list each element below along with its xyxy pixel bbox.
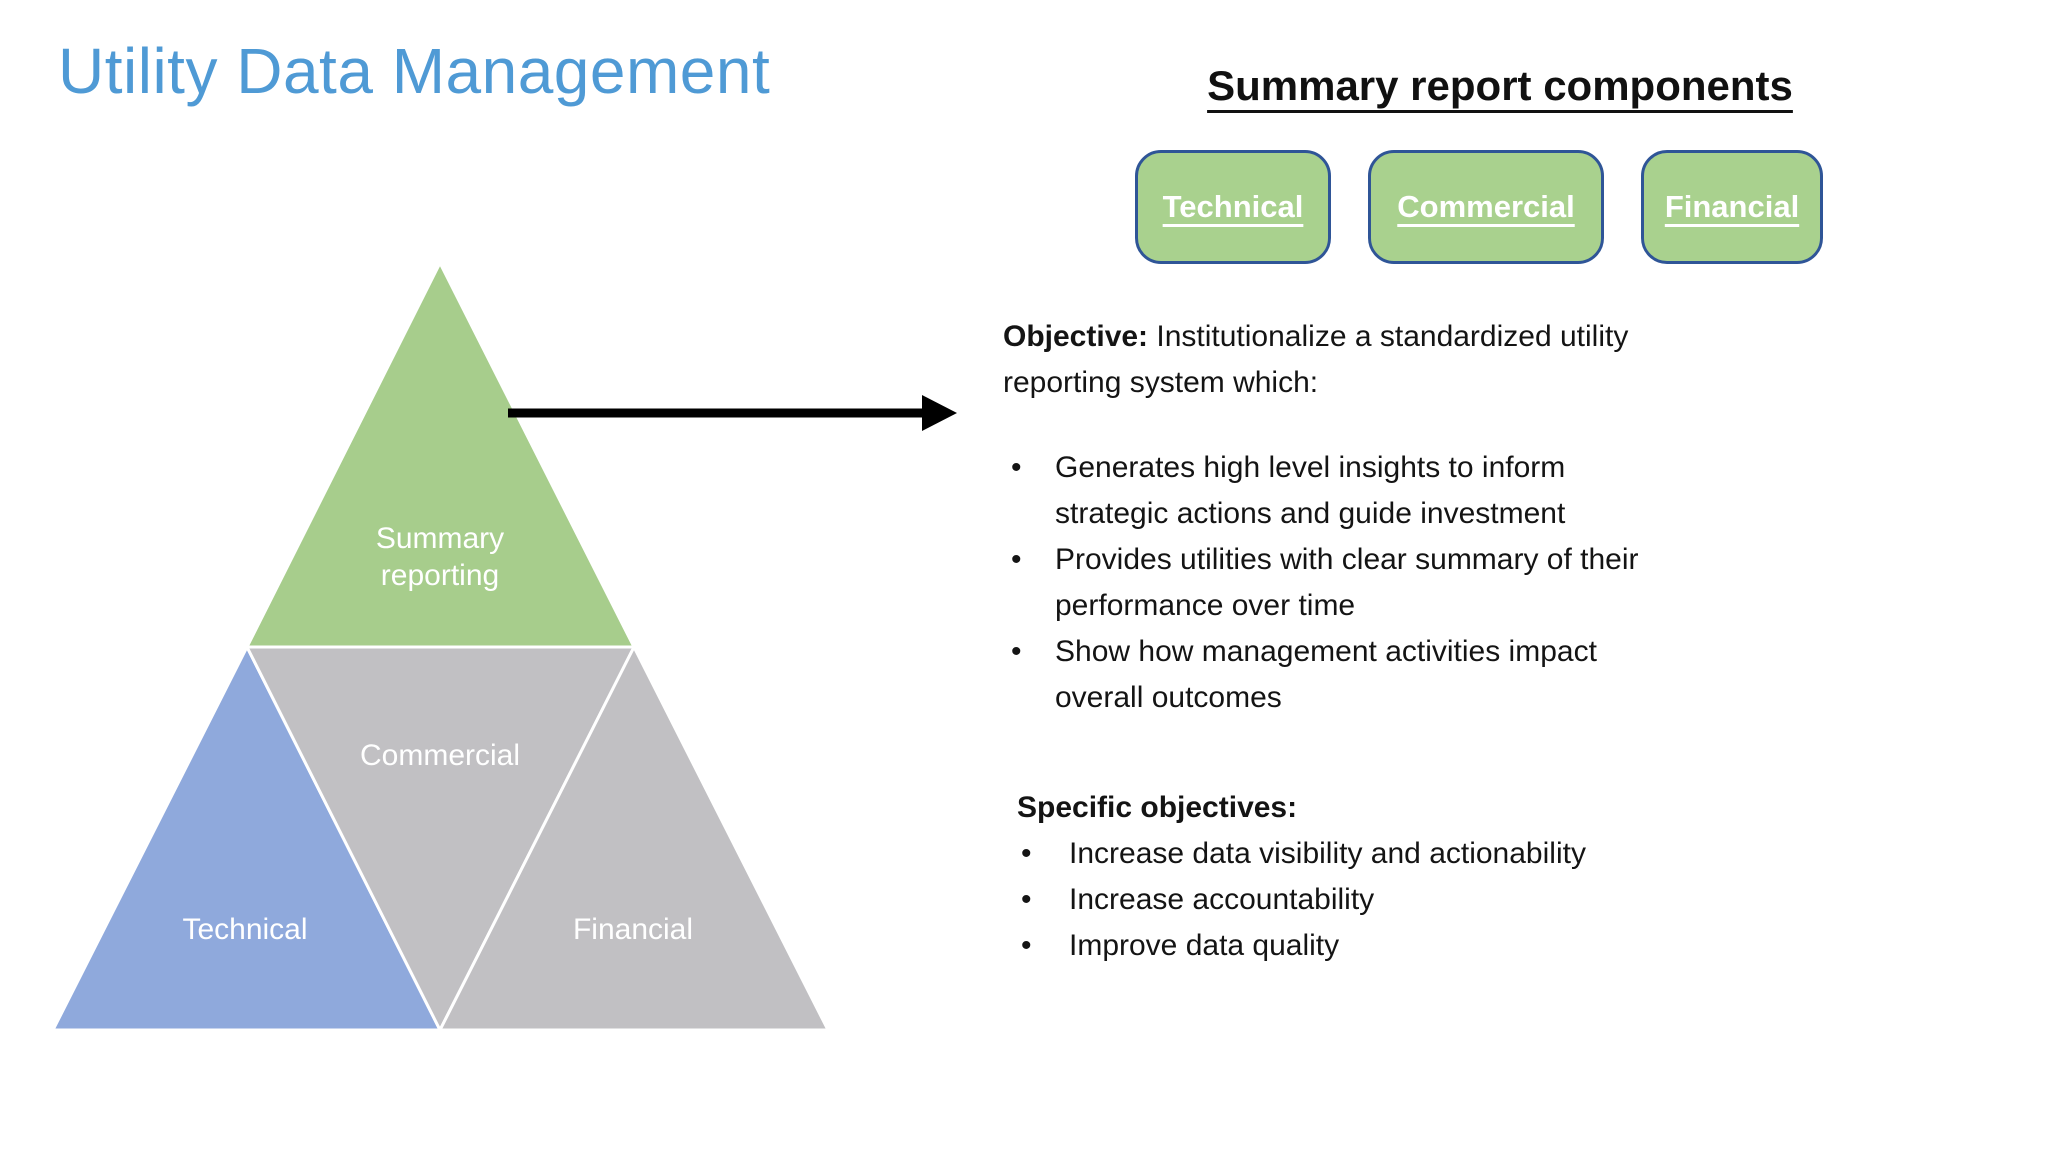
pyramid-label-technical: Technical xyxy=(182,913,308,946)
pyramid-label-commercial: Commercial xyxy=(359,739,521,772)
objective-bullet-2: Provides utilities with clear summary of… xyxy=(1003,537,1793,629)
technical-button[interactable]: Technical xyxy=(1135,150,1331,264)
connector-arrow-head xyxy=(922,395,957,431)
specific-objectives-section: Specific objectives: Increase data visib… xyxy=(1017,785,1793,969)
objective-paragraph: Objective: Institutionalize a standardiz… xyxy=(1003,314,1793,406)
pyramid-financial-shape xyxy=(438,645,830,1032)
slide-title: Utility Data Management xyxy=(58,35,771,107)
objective-bullet-1: Generates high level insights to inform … xyxy=(1003,445,1793,537)
objective-text-block: Objective: Institutionalize a standardiz… xyxy=(1003,314,1793,969)
objective-bullet-list: Generates high level insights to inform … xyxy=(1003,445,1793,721)
objective-bullet-3: Show how management activities impact ov… xyxy=(1003,629,1793,721)
specific-bullet-1: Increase data visibility and actionabili… xyxy=(1017,831,1793,877)
pyramid-label-summary-reporting: Summary reporting xyxy=(375,522,505,592)
specific-objectives-label: Specific objectives: xyxy=(1017,791,1298,824)
technical-button-label: Technical xyxy=(1162,189,1304,224)
objective-label: Objective: xyxy=(1003,320,1149,353)
financial-button-label: Financial xyxy=(1664,189,1800,224)
specific-bullet-list: Increase data visibility and actionabili… xyxy=(1017,831,1793,969)
objective-text: Institutionalize a standardized utility … xyxy=(1003,320,1629,399)
specific-bullet-3: Improve data quality xyxy=(1017,923,1793,969)
component-button-row: Technical Commercial Financial xyxy=(1135,150,1823,264)
commercial-button-label: Commercial xyxy=(1397,189,1575,224)
pyramid-diagram xyxy=(51,261,957,1032)
specific-bullet-2: Increase accountability xyxy=(1017,877,1793,923)
panel-header: Summary report components xyxy=(1207,62,1793,109)
financial-button[interactable]: Financial xyxy=(1641,150,1823,264)
commercial-button[interactable]: Commercial xyxy=(1368,150,1604,264)
pyramid-label-financial: Financial xyxy=(572,913,694,946)
